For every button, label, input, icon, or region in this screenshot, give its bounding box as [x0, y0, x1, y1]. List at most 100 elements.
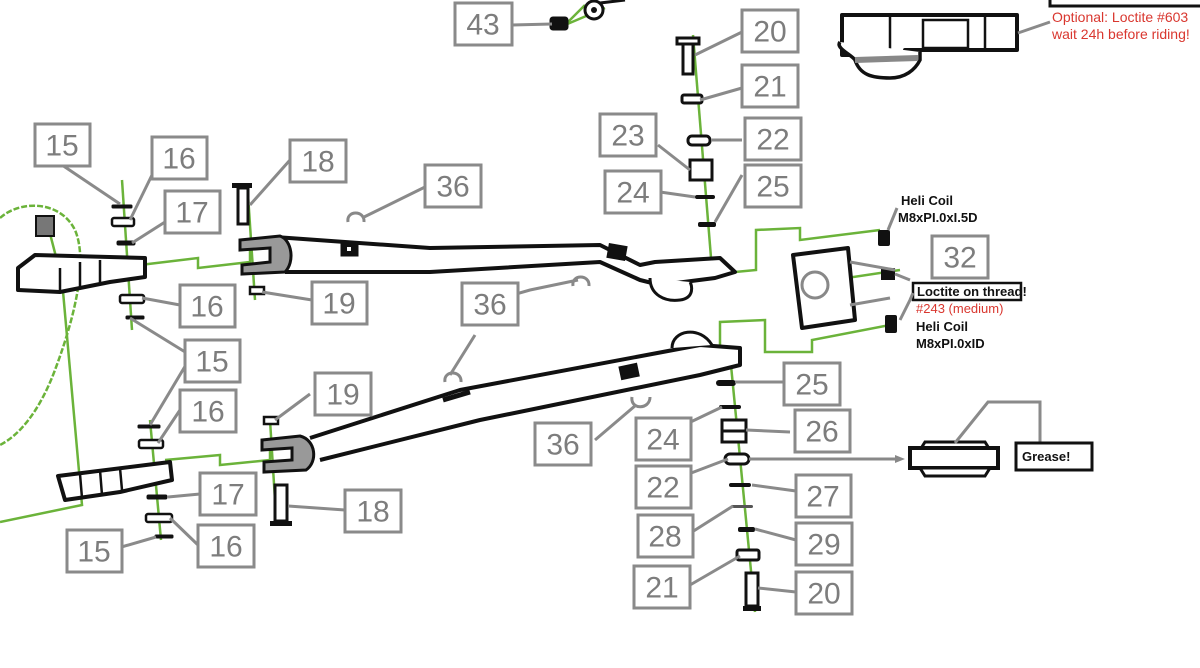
- bottom-stack-parts: [716, 380, 905, 611]
- top-stack-parts: [675, 36, 716, 227]
- clipped-note-box: [1048, 0, 1200, 8]
- callout-label: 27: [806, 481, 839, 514]
- callout-24-bottom: 24: [634, 416, 693, 462]
- callout-22-bottom: 22: [634, 464, 693, 510]
- callout-28: 28: [636, 513, 695, 559]
- callout-label: 16: [191, 396, 224, 429]
- heli-coil-bottom-spec: M8xPI.0xID: [916, 336, 985, 351]
- callout-label: 18: [301, 146, 334, 179]
- callout-label: 25: [795, 369, 828, 402]
- upper-arm-slot-2: [606, 242, 628, 262]
- callout-label: 43: [466, 9, 499, 42]
- callout-15-bottom: 15: [65, 528, 124, 574]
- callout-label: 16: [162, 143, 195, 176]
- callout-27: 27: [794, 473, 853, 519]
- callout-label: 15: [195, 346, 228, 379]
- callout-20-top: 20: [740, 8, 800, 54]
- loctite-thread-note: Loctite on thread!: [917, 284, 1027, 299]
- callout-label: 23: [611, 120, 644, 153]
- callout-16-top: 16: [150, 135, 209, 181]
- part-lower-pivot-block: [56, 460, 174, 502]
- heli-coil-top-spec: M8xPI.0xI.5D: [898, 210, 978, 225]
- loctite-243-note: #243 (medium): [916, 301, 1003, 316]
- callout-19-top: 19: [310, 280, 369, 326]
- callout-label: 22: [646, 472, 679, 505]
- part-lower-swingarm: [260, 330, 742, 474]
- lower-arm-slot: [618, 362, 640, 381]
- assembly-line-upper-pivot: [120, 179, 134, 331]
- callout-label: 15: [77, 536, 110, 569]
- part-nut-19-lower: [262, 415, 280, 426]
- callout-label: 20: [753, 16, 786, 49]
- part-bracket-32: [791, 230, 897, 333]
- part-upper-insert: [35, 215, 55, 237]
- part-bearing-detail: [908, 400, 1042, 478]
- callout-36-c: 36: [533, 421, 593, 467]
- callout-label: 19: [322, 288, 355, 321]
- assembly-loop: [0, 204, 82, 447]
- callout-20-bottom: 20: [794, 570, 854, 616]
- part-clip-36-c: [443, 371, 463, 383]
- callout-24-top: 24: [603, 169, 663, 215]
- callout-19-bottom: 19: [313, 371, 373, 417]
- callout-label: 15: [45, 130, 78, 163]
- callout-43: 43: [453, 1, 514, 47]
- part-bolt-18-lower: [270, 483, 292, 526]
- callout-label: 24: [616, 177, 649, 210]
- callout-label: 36: [436, 171, 469, 204]
- part-43-bolt: [549, 16, 569, 31]
- part-43-link: [599, 0, 626, 5]
- callout-17-top: 17: [163, 189, 222, 235]
- callout-15-top: 15: [33, 122, 92, 168]
- callout-label: 16: [190, 291, 223, 324]
- callout-label: 17: [211, 479, 244, 512]
- callout-18-bottom: 18: [343, 488, 403, 534]
- assembly-line-bracket-upper: [734, 226, 881, 274]
- part-clip-36-a: [346, 211, 366, 223]
- grease-box: [1014, 441, 1094, 472]
- grease-note: Grease!: [1022, 449, 1070, 464]
- callout-label: 18: [356, 496, 389, 529]
- callout-label: 25: [756, 171, 789, 204]
- part-upper-swingarm: [238, 234, 737, 302]
- loctite-603-note: Optional: Loctite #603: [1052, 9, 1188, 25]
- notes: Optional: Loctite #603 wait 24h before r…: [886, 0, 1200, 472]
- parts: [16, 0, 1051, 611]
- callout-16-bottom: 16: [196, 523, 256, 569]
- part-clip-36-d: [630, 396, 652, 409]
- callout-label: 32: [943, 242, 976, 275]
- callouts: 43 20 21 22 23 24 25 15 16 17 18 36 16 1…: [33, 1, 990, 616]
- assembly-line-left-vertical: [0, 221, 84, 524]
- callout-32: 32: [930, 234, 990, 280]
- callout-label: 21: [645, 572, 678, 605]
- heli-coil-top-title: Heli Coil: [901, 193, 953, 208]
- callout-label: 29: [807, 529, 840, 562]
- part-bolt-18-upper: [232, 183, 252, 226]
- part-43-roller-center: [591, 7, 597, 13]
- callout-26: 26: [793, 408, 852, 454]
- callout-label: 36: [546, 429, 579, 462]
- callout-label: 19: [326, 379, 359, 412]
- part-upper-pivot-block: [16, 215, 147, 294]
- callout-label: 22: [756, 124, 789, 157]
- callout-16-mid2: 16: [178, 388, 238, 434]
- callout-23: 23: [598, 112, 658, 158]
- callout-36-a: 36: [423, 163, 483, 209]
- callout-21-bottom: 21: [632, 564, 692, 610]
- callout-label: 21: [753, 71, 786, 104]
- callout-16-mid: 16: [178, 283, 237, 329]
- assembly-line-upper-link: [139, 245, 252, 270]
- part-bearing-housing: [837, 13, 1051, 80]
- callout-label: 16: [209, 531, 242, 564]
- callout-label: 24: [646, 424, 679, 457]
- part-clip-36-b: [571, 275, 591, 287]
- heli-coil-bottom-title: Heli Coil: [916, 319, 968, 334]
- callout-29: 29: [794, 521, 854, 567]
- callout-18-top: 18: [288, 138, 348, 184]
- callout-25-bottom: 25: [782, 361, 842, 407]
- callout-15-mid: 15: [183, 338, 242, 384]
- callout-label: 28: [648, 521, 681, 554]
- loctite-603-warning: wait 24h before riding!: [1051, 26, 1190, 42]
- callout-21-top: 21: [740, 63, 800, 109]
